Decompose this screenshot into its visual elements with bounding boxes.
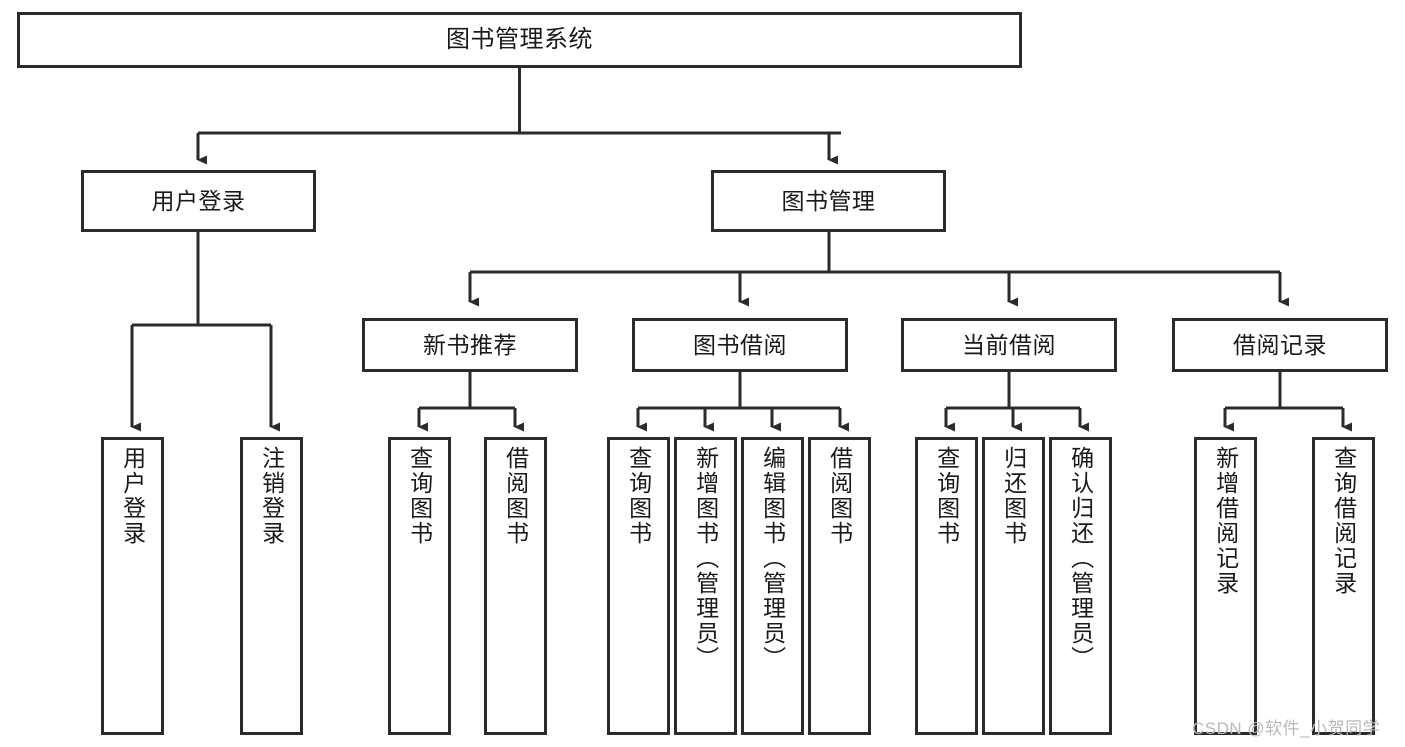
node-label: 新书推荐: [423, 331, 517, 358]
node-label: 当前借阅: [962, 331, 1056, 358]
node-label: 借阅图书: [826, 446, 853, 546]
node-book-management[interactable]: 图书管理: [711, 170, 946, 232]
node-label: 新增借阅记录: [1212, 446, 1239, 596]
leaf-logout-login[interactable]: 注销登录: [240, 437, 303, 735]
node-book-borrow[interactable]: 图书借阅: [632, 318, 848, 372]
leaf-borrow-book-recommend[interactable]: 借阅图书: [484, 437, 547, 735]
node-label: 编辑图书（管理员）: [759, 446, 786, 671]
leaf-query-book-current[interactable]: 查询图书: [915, 437, 978, 735]
node-label: 借阅图书: [502, 446, 529, 546]
leaf-add-book[interactable]: 新增图书（管理员）: [674, 437, 737, 735]
node-label: 借阅记录: [1233, 331, 1327, 358]
leaf-borrow-book[interactable]: 借阅图书: [808, 437, 871, 735]
leaf-query-book-recommend[interactable]: 查询图书: [388, 437, 451, 735]
leaf-user-login[interactable]: 用户登录: [101, 437, 164, 735]
leaf-confirm-return[interactable]: 确认归还（管理员）: [1049, 437, 1112, 735]
node-label: 图书管理系统: [446, 26, 593, 53]
node-label: 确认归还（管理员）: [1067, 446, 1094, 671]
node-label: 用户登录: [119, 446, 146, 546]
node-label: 用户登录: [151, 187, 246, 214]
leaf-return-book[interactable]: 归还图书: [982, 437, 1045, 735]
node-label: 图书借阅: [693, 331, 787, 358]
leaf-query-book-borrow[interactable]: 查询图书: [607, 437, 670, 735]
node-user-login[interactable]: 用户登录: [81, 170, 316, 232]
node-new-book-recommend[interactable]: 新书推荐: [362, 318, 578, 372]
leaf-add-borrow-record[interactable]: 新增借阅记录: [1194, 437, 1257, 735]
node-borrow-record[interactable]: 借阅记录: [1172, 318, 1388, 372]
node-label: 查询借阅记录: [1330, 446, 1357, 596]
leaf-edit-book[interactable]: 编辑图书（管理员）: [741, 437, 804, 735]
leaf-query-borrow-record[interactable]: 查询借阅记录: [1312, 437, 1375, 735]
node-label: 查询图书: [933, 446, 960, 546]
node-current-borrow[interactable]: 当前借阅: [901, 318, 1117, 372]
node-label: 归还图书: [1000, 446, 1027, 546]
node-label: 新增图书（管理员）: [692, 446, 719, 671]
csdn-watermark: CSDN @软件_小贺同学: [1192, 719, 1381, 738]
node-label: 查询图书: [406, 446, 433, 546]
node-root-system[interactable]: 图书管理系统: [17, 12, 1022, 68]
node-label: 图书管理: [781, 187, 876, 214]
node-label: 查询图书: [625, 446, 652, 546]
node-label: 注销登录: [258, 446, 285, 546]
